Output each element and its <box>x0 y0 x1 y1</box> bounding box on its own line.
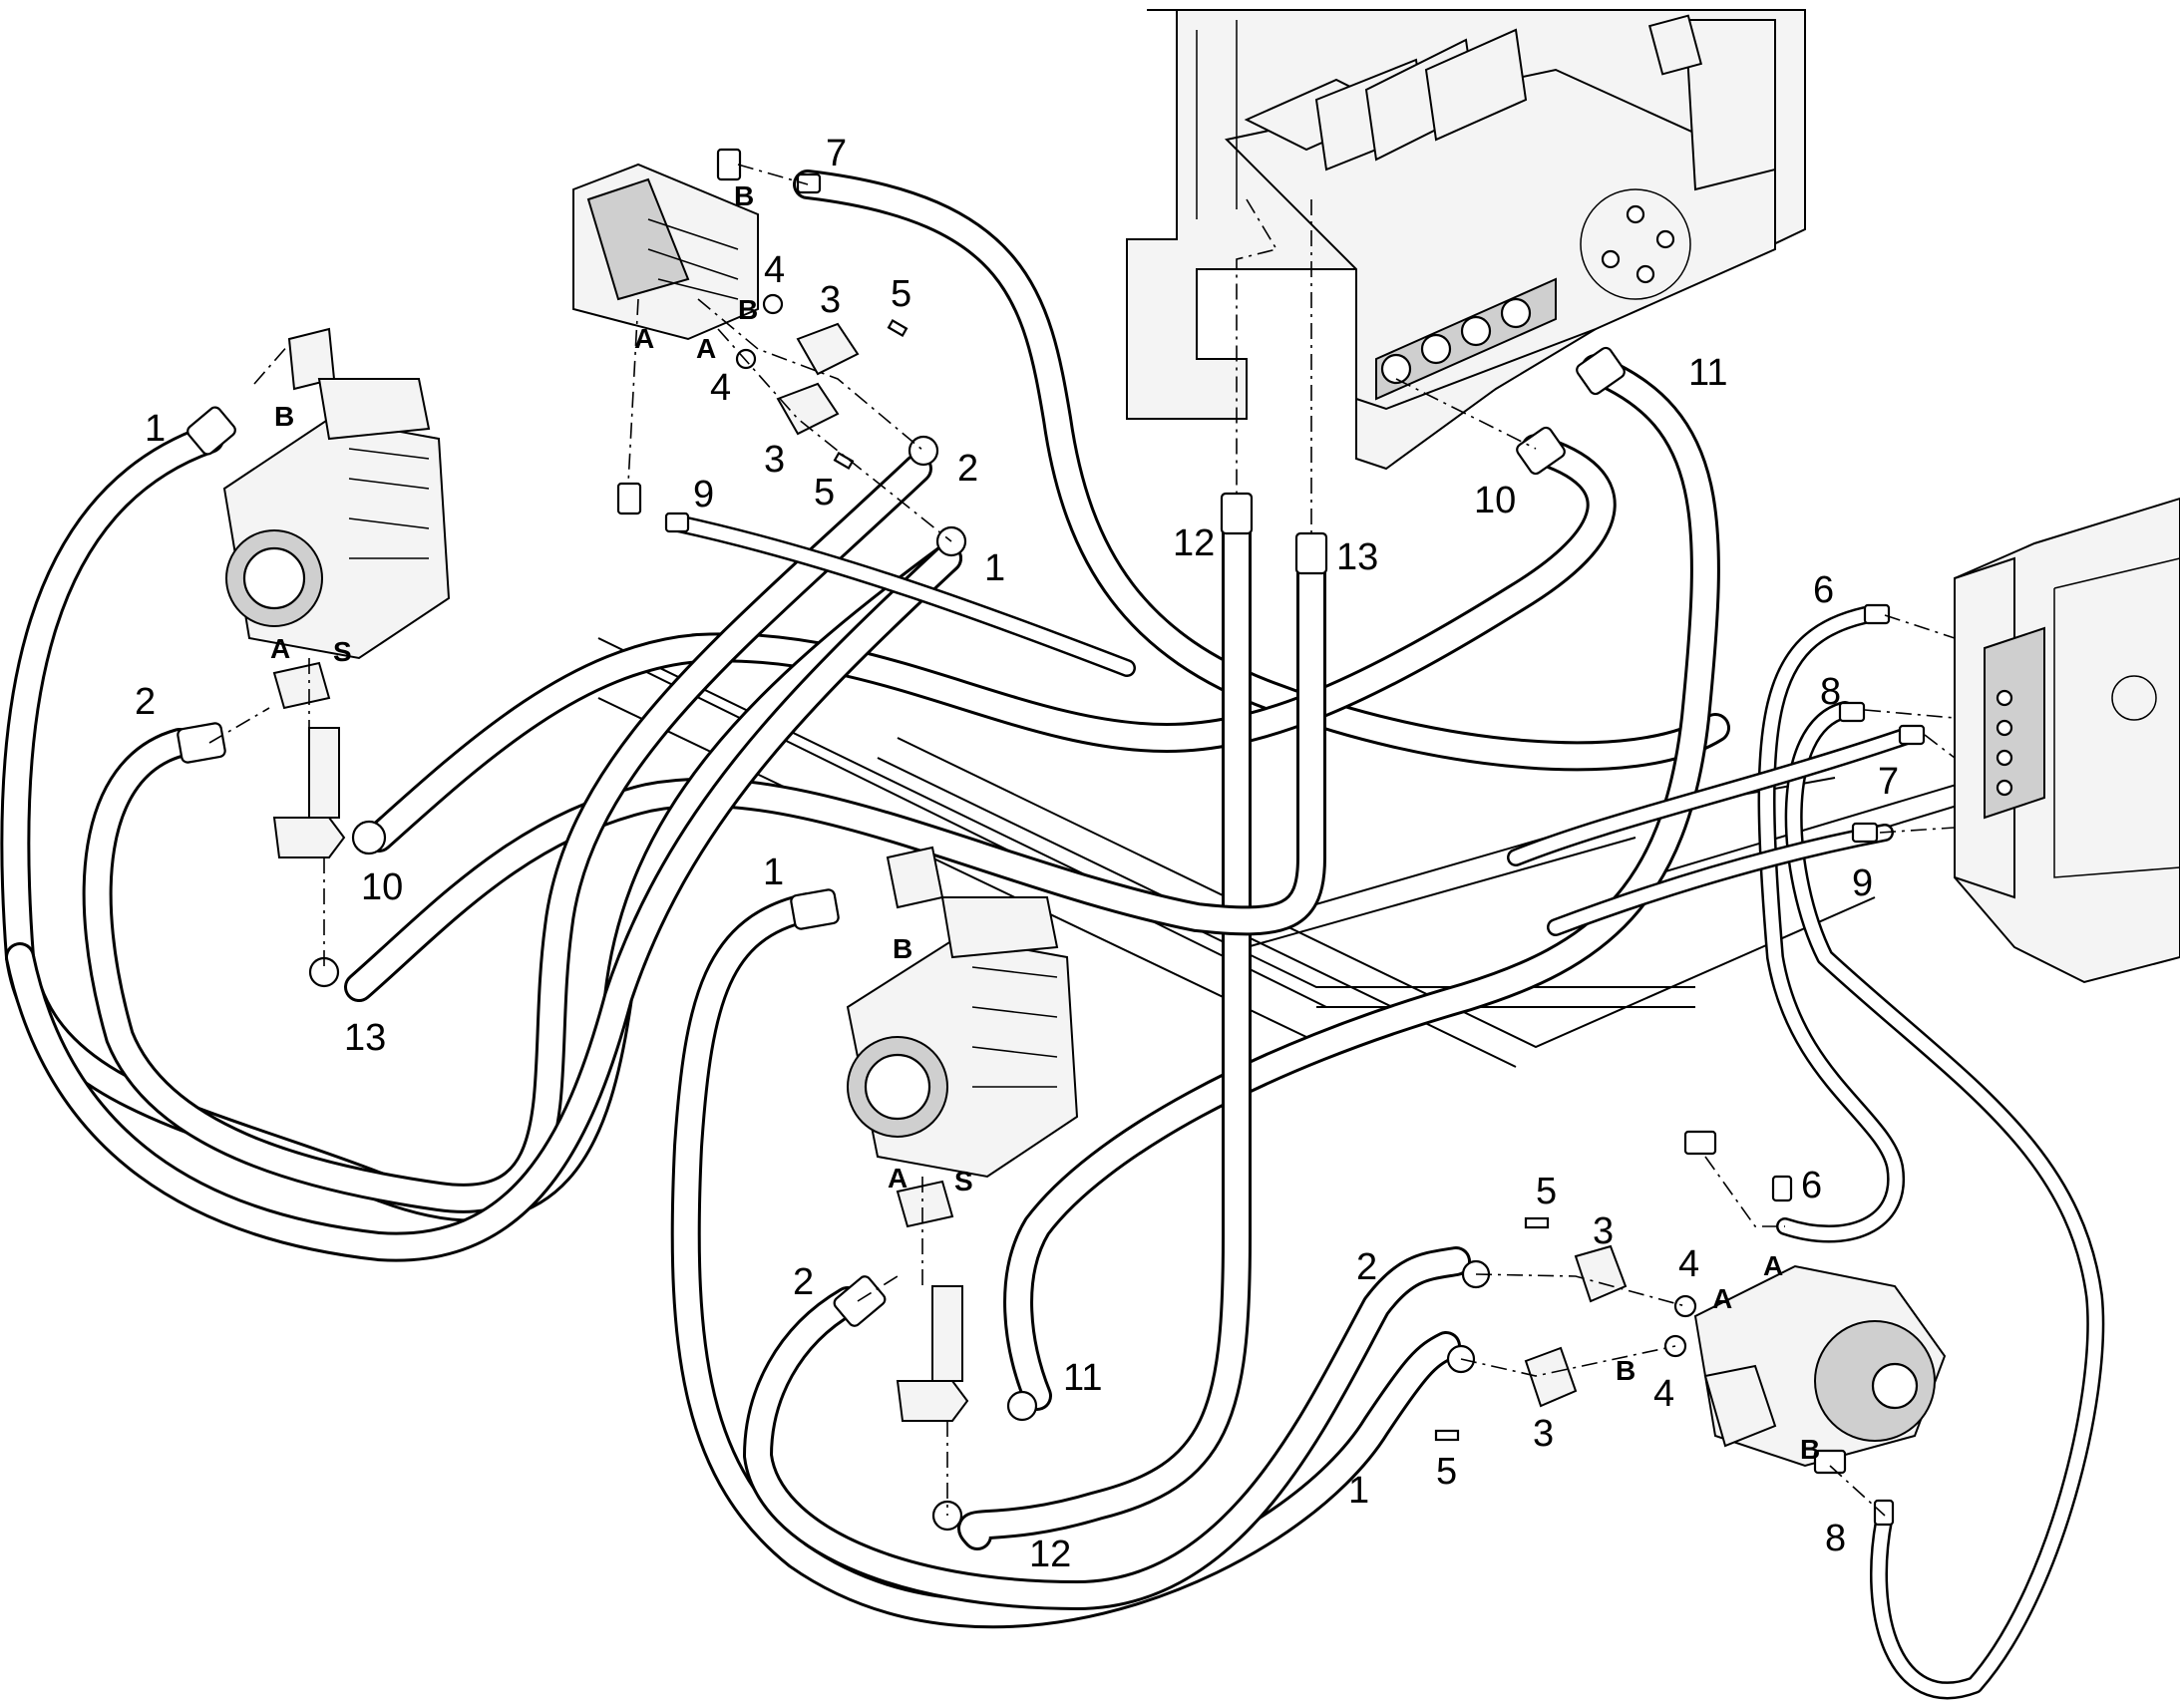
valve-block-right <box>1954 497 2180 984</box>
port-b-top-motor: B <box>734 180 754 211</box>
callout-7-right-block: 7 <box>1878 761 1899 803</box>
callout-9-top: 9 <box>693 474 714 515</box>
port-a-upper-pump: A <box>270 633 290 664</box>
port-a-right-motor-flange: A <box>1712 1283 1732 1314</box>
callout-4-right-b: 4 <box>1653 1373 1674 1415</box>
callout-8-right-block: 8 <box>1820 671 1841 713</box>
port-s-upper-pump: S <box>333 636 352 667</box>
valve-block-top <box>1126 9 1806 471</box>
port-a-right-motor: A <box>1763 1250 1783 1281</box>
callout-5-top-a: 5 <box>891 273 911 315</box>
pump-lower-center <box>846 846 1079 1422</box>
motor-lower-right <box>1683 1130 1947 1475</box>
callout-13-block: 13 <box>1336 536 1378 578</box>
port-b-right-motor-flange: B <box>1616 1355 1635 1386</box>
callout-labels: 1 1 1 1 2 2 2 2 3 3 3 3 4 4 4 4 5 5 5 5 … <box>135 133 1899 1575</box>
callout-8-motor: 8 <box>1825 1518 1846 1559</box>
pump-upper-left <box>222 327 451 858</box>
port-a-top-motor: A <box>634 323 654 354</box>
callout-4-right-a: 4 <box>1678 1243 1699 1285</box>
hoses <box>0 170 1730 1629</box>
flanges-orings-bolts <box>735 293 1697 1442</box>
callout-1-upper-left: 1 <box>145 408 166 450</box>
hose-fittings <box>177 172 1926 1532</box>
chassis-frame <box>597 637 2180 1068</box>
callout-5-right-b: 5 <box>1436 1451 1457 1493</box>
callout-9-right-block: 9 <box>1852 862 1873 904</box>
port-b-top-motor-flange: B <box>738 294 758 325</box>
callout-4-top-b: 4 <box>710 367 731 409</box>
callout-13-pump: 13 <box>344 1017 386 1059</box>
callout-10-block: 10 <box>1474 480 1516 521</box>
port-b-right-motor: B <box>1800 1434 1820 1465</box>
callout-3-top-a: 3 <box>820 279 841 321</box>
callout-11-pump: 11 <box>1063 1357 1102 1399</box>
callout-1-lower-center: 1 <box>763 852 784 893</box>
callout-2-upper-center: 2 <box>957 448 978 490</box>
port-b-lower-pump: B <box>893 933 912 964</box>
callout-5-top-b: 5 <box>814 472 835 513</box>
callout-3-right-a: 3 <box>1593 1210 1614 1252</box>
callout-4-top-a: 4 <box>764 249 785 291</box>
callout-3-top-b: 3 <box>764 439 785 481</box>
port-b-upper-pump: B <box>274 401 294 432</box>
port-labels: B A S B A S B B A A A A B B <box>270 180 1820 1465</box>
callout-6-right-block: 6 <box>1813 569 1834 611</box>
port-s-lower-pump: S <box>954 1166 973 1196</box>
thin-hoses <box>669 514 2105 1700</box>
leader-lines <box>208 164 1956 1517</box>
callout-3-right-b: 3 <box>1533 1413 1554 1455</box>
callout-10-pump: 10 <box>361 866 403 908</box>
callout-2-lower-right: 2 <box>1356 1246 1377 1288</box>
callout-11-block: 11 <box>1688 352 1727 394</box>
callout-2-lower-center: 2 <box>793 1261 814 1303</box>
callout-5-right-a: 5 <box>1536 1171 1557 1212</box>
port-a-top-motor-flange: A <box>696 333 716 364</box>
motor-top <box>572 148 759 515</box>
callout-2-upper-left: 2 <box>135 681 156 723</box>
port-a-lower-pump: A <box>888 1163 908 1194</box>
callout-12-pump: 12 <box>1029 1534 1071 1575</box>
callout-1-lower-right: 1 <box>1348 1470 1369 1512</box>
callout-12-block: 12 <box>1173 522 1215 564</box>
callout-6-motor: 6 <box>1801 1165 1822 1206</box>
callout-7-top: 7 <box>826 133 847 174</box>
callout-1-upper-center: 1 <box>984 547 1005 589</box>
